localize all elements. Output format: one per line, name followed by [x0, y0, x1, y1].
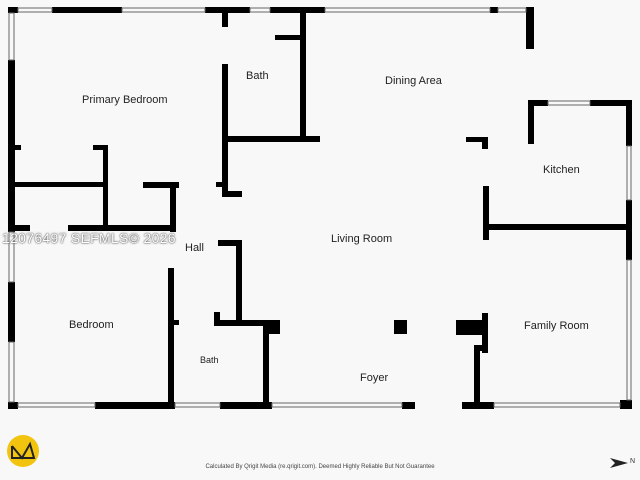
room-kitchen: Kitchen	[543, 164, 580, 176]
room-primary-bedroom: Primary Bedroom	[82, 94, 168, 106]
room-hall: Hall	[185, 242, 204, 254]
room-bath-lower: Bath	[200, 355, 219, 365]
north-arrow-icon	[610, 458, 628, 468]
room-foyer: Foyer	[360, 372, 389, 384]
walls	[8, 7, 632, 409]
brand-logo-icon	[7, 435, 39, 467]
north-label: N	[630, 458, 636, 465]
mls-watermark: 12076497 SEFMLS© 2026	[2, 230, 176, 246]
footer-disclaimer: Calculated By Qrigit Media (re.qrigit.co…	[205, 464, 435, 470]
windows	[8, 7, 632, 408]
room-bath-upper: Bath	[246, 70, 269, 82]
room-living-room: Living Room	[331, 233, 393, 245]
room-bedroom: Bedroom	[69, 319, 114, 331]
room-family-room: Family Room	[524, 320, 589, 332]
room-dining-area: Dining Area	[385, 75, 442, 87]
